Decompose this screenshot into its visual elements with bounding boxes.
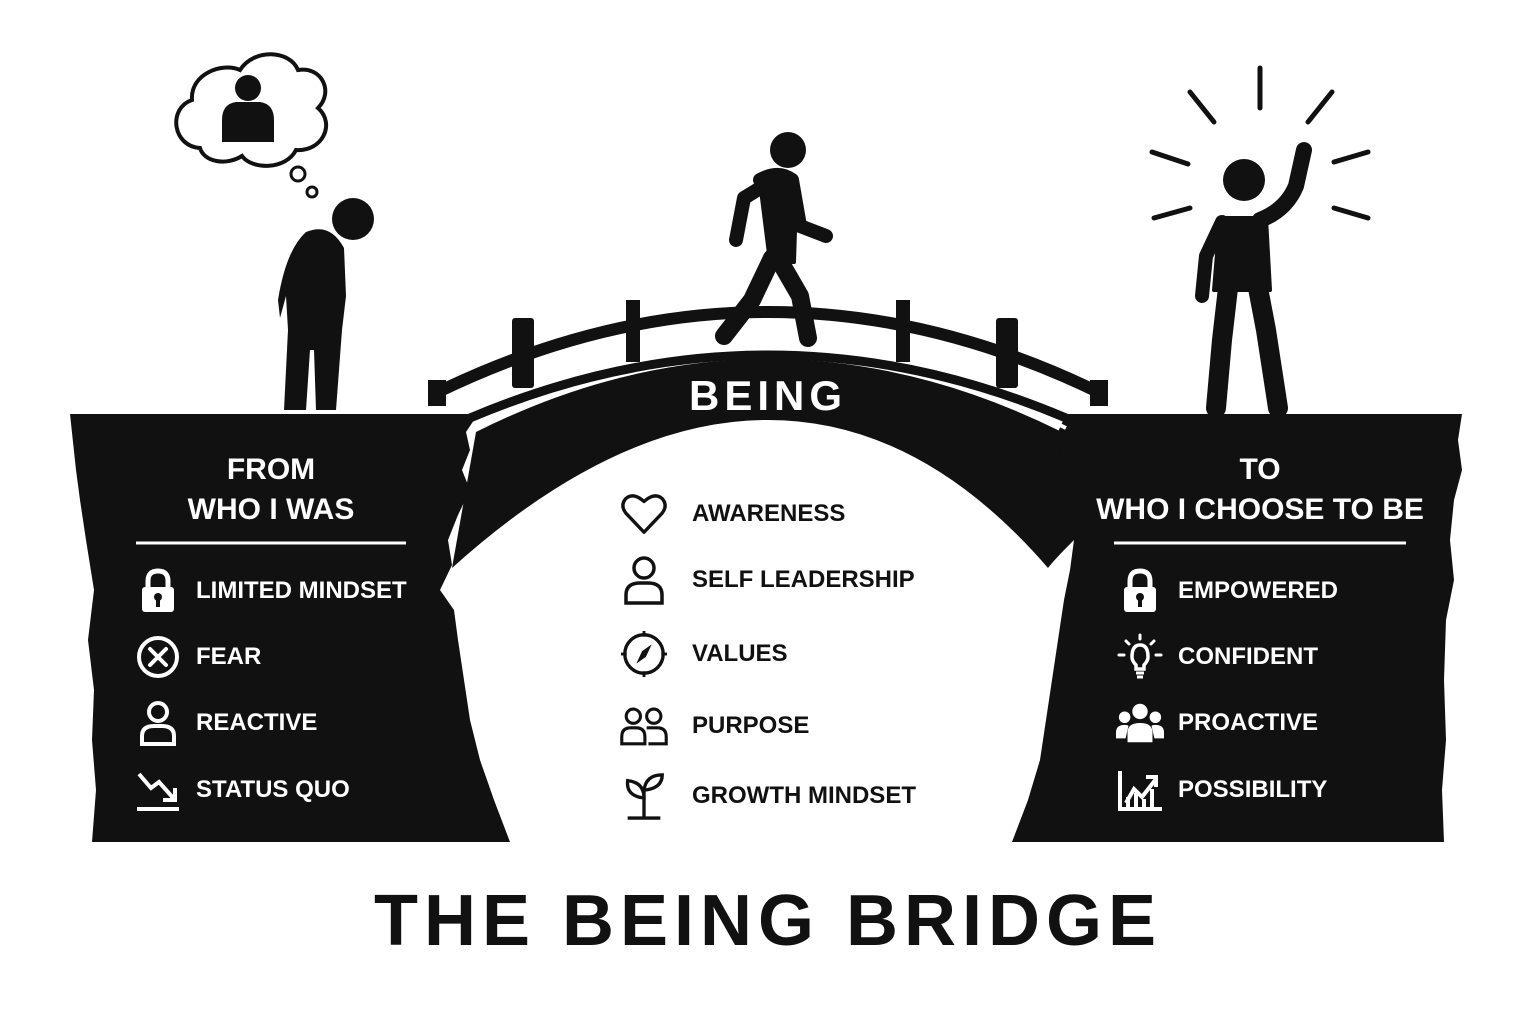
bridge-arch: [452, 359, 1074, 568]
bridge-railing-lower: [465, 350, 1071, 423]
railing-posts: [428, 300, 1108, 406]
lock-icon: [134, 567, 182, 615]
right-item-label: PROACTIVE: [1178, 709, 1319, 736]
lock-icon: [1116, 567, 1164, 615]
trend-up-icon: [1116, 766, 1164, 814]
right-item-label: POSSIBILITY: [1178, 776, 1328, 803]
left-item-status-quo: STATUS QUO: [134, 766, 350, 814]
right-item-possibility: POSSIBILITY: [1116, 766, 1327, 814]
middle-item-values: VALUES: [620, 630, 788, 678]
sprout-icon: [620, 772, 668, 820]
middle-item-label: SELF LEADERSHIP: [692, 566, 915, 593]
left-item-limited-mindset: LIMITED MINDSET: [134, 567, 407, 615]
middle-item-label: PURPOSE: [692, 712, 810, 739]
group-icon: [1116, 699, 1164, 747]
left-cliff: [70, 414, 510, 842]
left-item-label: FEAR: [196, 643, 262, 670]
middle-item-self-leadership: SELF LEADERSHIP: [620, 556, 915, 605]
bridge-label: BEING: [688, 372, 847, 419]
left-heading: FROM WHO I WAS: [140, 450, 402, 530]
main-title: THE BEING BRIDGE: [373, 881, 1163, 961]
right-heading: TO WHO I CHOOSE TO BE: [1096, 450, 1424, 530]
two-people-icon: [620, 702, 668, 750]
trend-down-icon: [134, 766, 182, 814]
x-circle-icon: [134, 633, 182, 681]
right-heading-line1: TO: [1239, 453, 1281, 486]
middle-item-label: AWARENESS: [692, 500, 846, 527]
right-item-empowered: EMPOWERED: [1116, 567, 1338, 615]
middle-item-purpose: PURPOSE: [620, 702, 809, 750]
walking-person-icon: [715, 132, 833, 347]
compass-icon: [620, 630, 668, 678]
sad-person-icon: [278, 198, 374, 410]
left-heading-line2: WHO I WAS: [187, 493, 355, 526]
left-item-reactive: REACTIVE: [134, 699, 317, 747]
middle-item-label: VALUES: [692, 640, 788, 667]
heart-icon: [620, 490, 668, 538]
celebrating-person-icon: [1195, 142, 1312, 418]
left-item-fear: FEAR: [134, 633, 261, 681]
person-icon: [134, 699, 182, 747]
thought-bubble-icon: [174, 52, 329, 199]
middle-item-label: GROWTH MINDSET: [692, 782, 916, 809]
middle-item-awareness: AWARENESS: [620, 490, 845, 538]
left-item-label: STATUS QUO: [196, 776, 350, 803]
right-item-label: CONFIDENT: [1178, 643, 1318, 670]
person-outline-icon: [620, 556, 668, 605]
right-item-label: EMPOWERED: [1178, 577, 1339, 604]
right-heading-line2: WHO I CHOOSE TO BE: [1096, 493, 1424, 526]
burst-lines: [1149, 65, 1371, 221]
lightbulb-icon: [1116, 633, 1164, 681]
left-heading-line1: FROM: [226, 453, 316, 486]
left-item-label: LIMITED MINDSET: [196, 577, 407, 604]
right-item-proactive: PROACTIVE: [1116, 699, 1318, 747]
middle-item-growth-mindset: GROWTH MINDSET: [620, 772, 916, 820]
left-item-label: REACTIVE: [196, 709, 318, 736]
right-item-confident: CONFIDENT: [1116, 633, 1318, 681]
